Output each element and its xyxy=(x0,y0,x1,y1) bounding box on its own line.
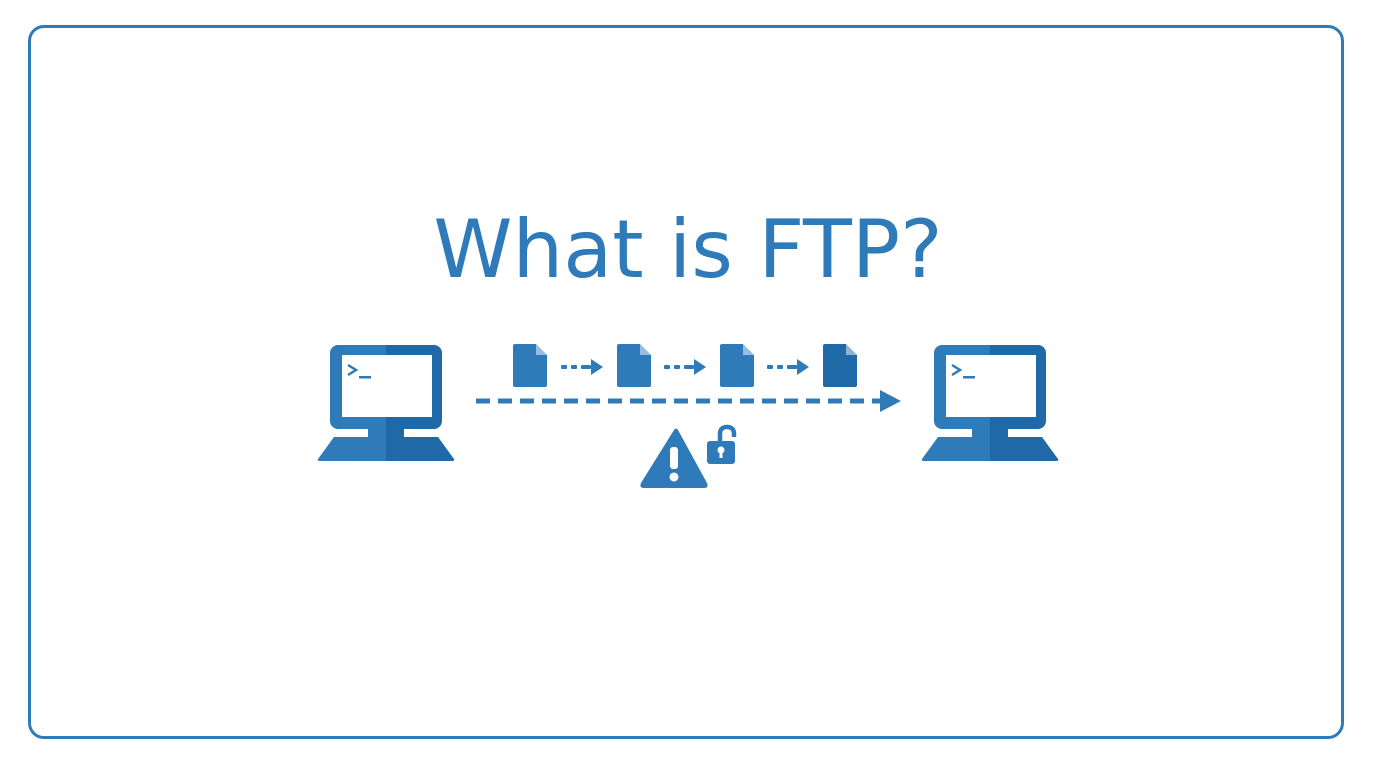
main-transfer-arrow xyxy=(476,390,901,412)
dashed-arrow-icon xyxy=(664,359,706,375)
slide-frame xyxy=(28,25,1344,739)
right-computer-icon xyxy=(921,345,1059,461)
unlocked-padlock-icon xyxy=(707,424,737,464)
file-icon xyxy=(823,344,857,387)
left-computer-icon xyxy=(317,345,455,461)
slide-title: What is FTP? xyxy=(433,203,943,296)
dashed-arrow-icon xyxy=(767,359,809,375)
file-icon xyxy=(617,344,651,387)
warning-icon xyxy=(640,428,708,488)
file-icon xyxy=(720,344,754,387)
dashed-arrow-icon xyxy=(561,359,603,375)
file-icon xyxy=(513,344,547,387)
